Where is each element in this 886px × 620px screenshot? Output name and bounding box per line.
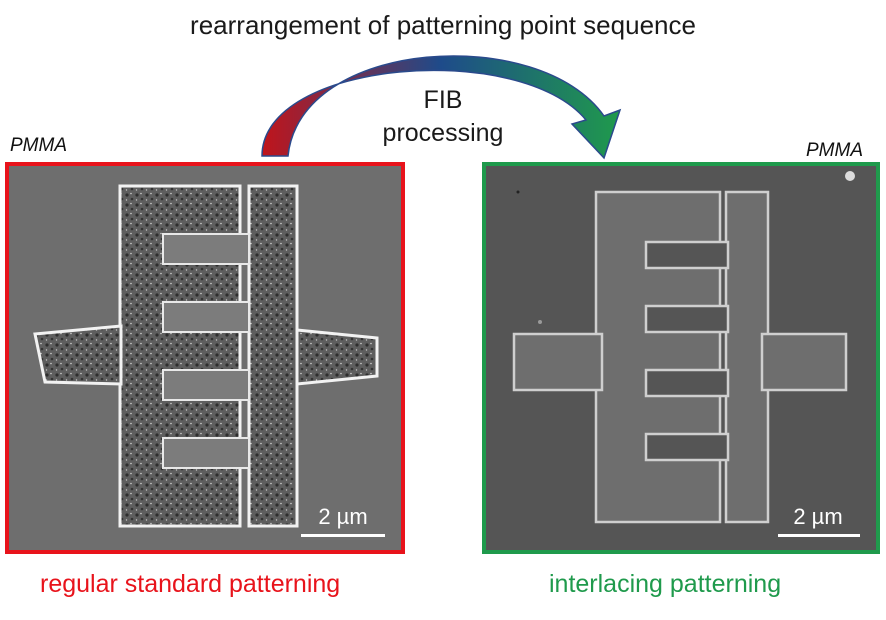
material-label-right: PMMA [806,140,863,161]
figure-title: rearrangement of patterning point sequen… [190,10,696,40]
dust-particle [516,190,520,194]
dust-particle [845,171,855,181]
arrow-body [261,55,622,160]
frame-left [5,162,405,554]
sem-image-right: 2 µm [482,162,880,554]
scale-bar-text-right: 2 µm [793,504,842,529]
process-line-1: FIB [423,86,463,114]
process-line-2: processing [382,119,504,147]
sem-image-left: 2 µm [5,162,405,554]
scale-bar-left [301,534,385,537]
caption-right: interlacing patterning [549,570,782,598]
right-fingers [644,240,730,462]
frame-right [482,162,880,554]
left-fingers [162,233,250,469]
process-label: FIB processing [378,84,508,150]
scale-bar-right [778,534,860,537]
material-label-left: PMMA [10,135,67,156]
dust-particle [538,320,542,324]
scale-bar-text-left: 2 µm [318,504,367,529]
caption-left: regular standard patterning [40,570,341,598]
